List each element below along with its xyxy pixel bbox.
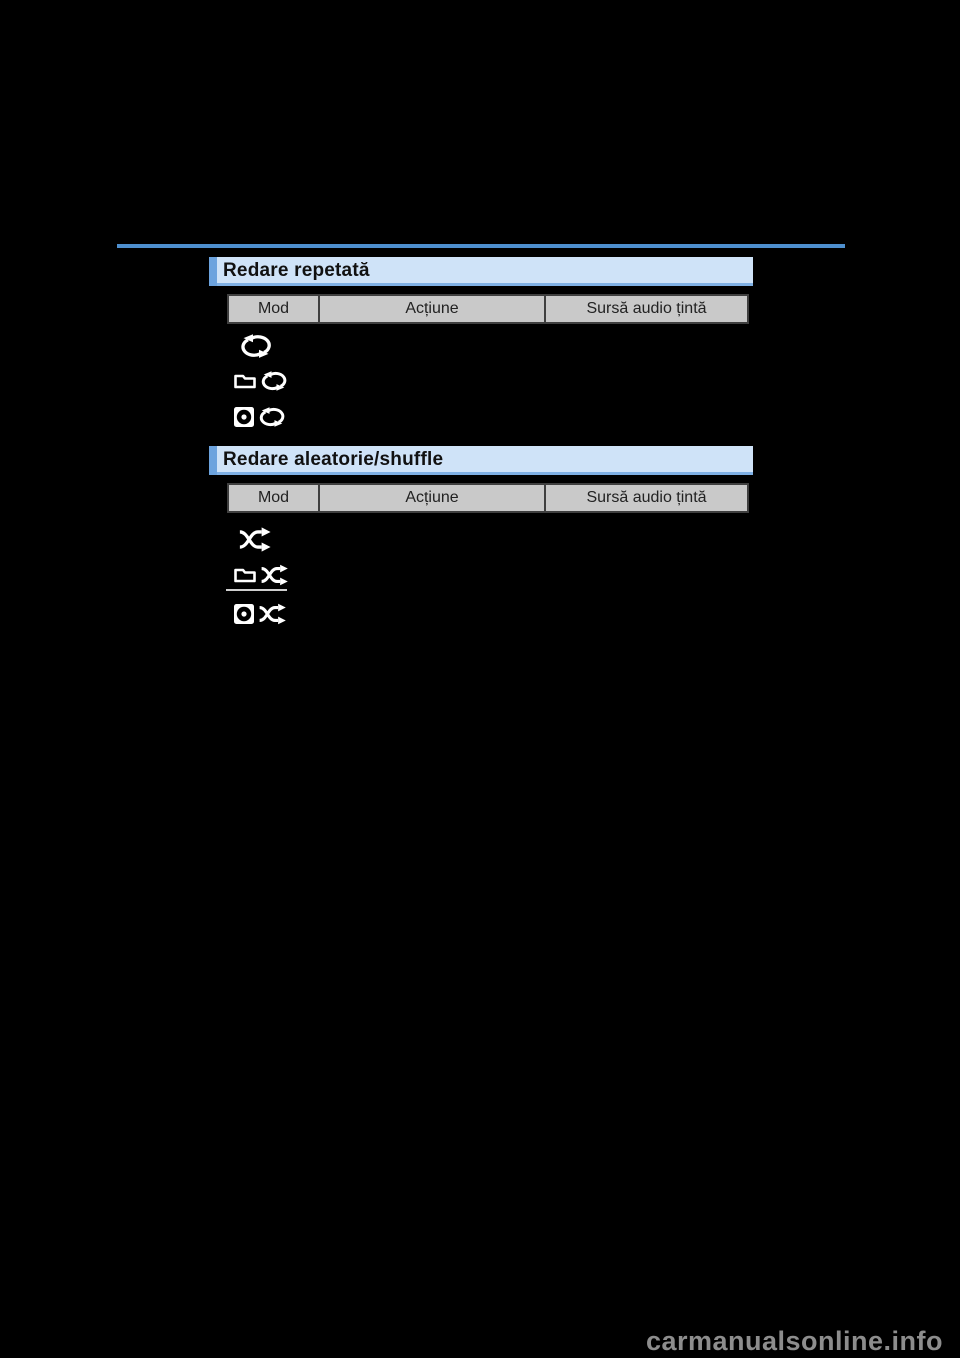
column-header-actiune: Acțiune — [318, 296, 544, 322]
shuffle-icon — [238, 527, 272, 552]
repeat-icon — [258, 407, 286, 427]
shuffle-icon — [258, 603, 287, 625]
column-header-sursa: Sursă audio țintă — [544, 485, 747, 511]
section-accent-bar — [209, 446, 217, 475]
repeat-icon — [260, 371, 288, 391]
section-accent-bar — [209, 257, 217, 286]
table-row — [239, 334, 273, 358]
watermark-text: carmanualsonline.info — [645, 1326, 943, 1356]
folder-icon — [233, 566, 257, 584]
table-row — [238, 527, 272, 552]
section-header-repeat: Redare repetată — [209, 257, 753, 286]
top-divider-rule — [117, 244, 845, 248]
disc-icon — [233, 406, 255, 428]
table-header-repeat: Mod Acțiune Sursă audio țintă — [227, 294, 749, 324]
folder-icon — [233, 372, 257, 390]
section-title: Redare repetată — [223, 260, 370, 281]
column-header-actiune: Acțiune — [318, 485, 544, 511]
repeat-icon — [239, 334, 273, 358]
table-row — [233, 564, 289, 586]
section-header-shuffle: Redare aleatorie/shuffle — [209, 446, 753, 475]
shuffle-icon — [260, 564, 289, 586]
disc-icon — [233, 603, 255, 625]
table-row — [233, 603, 287, 625]
table-header-shuffle: Mod Acțiune Sursă audio țintă — [227, 483, 749, 513]
column-header-sursa: Sursă audio țintă — [544, 296, 747, 322]
column-header-mod: Mod — [257, 300, 290, 317]
table-row — [233, 371, 288, 391]
section-title: Redare aleatorie/shuffle — [223, 449, 444, 470]
table-row — [233, 406, 286, 428]
column-header-mod: Mod — [257, 489, 290, 506]
mode-underline — [226, 589, 287, 591]
